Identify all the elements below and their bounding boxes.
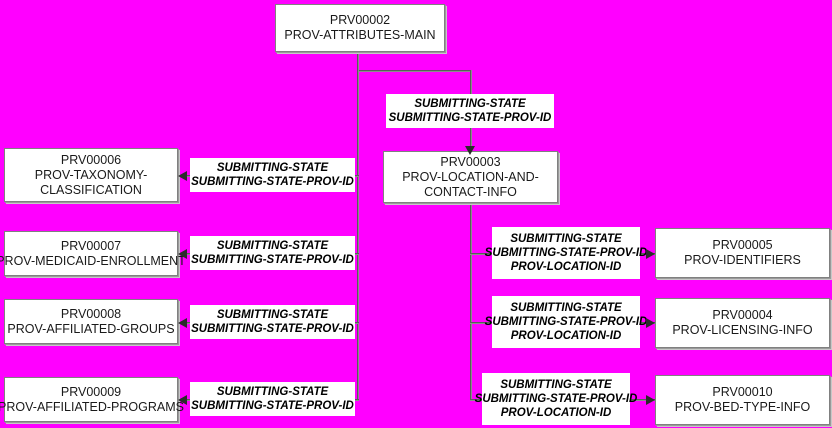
relationship-label-to-identifiers[interactable]: SUBMITTING-STATE SUBMITTING-STATE-PROV-I… [485, 227, 647, 279]
connector-bedtype-arrow-line [630, 399, 655, 401]
label-line-2: SUBMITTING-STATE-PROV-ID [388, 112, 552, 124]
entity-id: PRV00010 [712, 385, 773, 399]
entity-prv00009[interactable]: PRV00009 PROV-AFFILIATED-PROGRAMS [0, 377, 184, 422]
label-line-1: SUBMITTING-STATE [510, 302, 622, 314]
entity-name: PROV-BED-TYPE-INFO [674, 400, 811, 414]
arrowhead-into-prv00009 [178, 395, 187, 405]
label-line-3: PROV-LOCATION-ID [500, 407, 612, 419]
entity-id: PRV00004 [712, 308, 773, 322]
entity-prv00005[interactable]: PRV00005 PROV-IDENTIFIERS [655, 228, 830, 278]
entity-prv00008[interactable]: PRV00008 PROV-AFFILIATED-GROUPS [4, 299, 178, 344]
connector-stub-identifiers [470, 253, 492, 255]
label-line-1: SUBMITTING-STATE [216, 240, 329, 252]
connector-location-stem [470, 203, 472, 399]
label-line-1: SUBMITTING-STATE [414, 98, 526, 110]
entity-id: PRV00003 [440, 154, 501, 169]
arrowhead-into-prv00005 [646, 249, 655, 259]
arrowhead-into-prv00010 [646, 395, 655, 405]
label-line-2: SUBMITTING-STATE-PROV-ID [484, 247, 648, 259]
relationship-label-to-medicaid[interactable]: SUBMITTING-STATE SUBMITTING-STATE-PROV-I… [190, 236, 355, 270]
entity-name-line-1: PROV-LOCATION-AND- [402, 169, 539, 184]
entity-name-line-2: CONTACT-INFO [424, 184, 517, 199]
label-line-2: SUBMITTING-STATE-PROV-ID [191, 400, 354, 412]
label-line-1: SUBMITTING-STATE [500, 379, 612, 391]
label-line-1: SUBMITTING-STATE [216, 162, 329, 174]
relationship-label-to-licensing[interactable]: SUBMITTING-STATE SUBMITTING-STATE-PROV-I… [485, 296, 647, 348]
entity-id: PRV00006 [60, 152, 122, 167]
entity-name: PROV-LICENSING-INFO [672, 323, 813, 337]
label-line-3: PROV-LOCATION-ID [510, 261, 622, 273]
arrowhead-into-prv00003 [465, 146, 475, 155]
entity-name-line-2: CLASSIFICATION [40, 182, 142, 197]
connector-left-trunk [357, 70, 359, 400]
connector-stub-bedtype [470, 399, 492, 401]
entity-name: PROV-IDENTIFIERS [684, 253, 801, 267]
entity-prv00010[interactable]: PRV00010 PROV-BED-TYPE-INFO [655, 375, 830, 425]
relationship-label-main-to-location[interactable]: SUBMITTING-STATE SUBMITTING-STATE-PROV-I… [386, 94, 554, 128]
label-line-1: SUBMITTING-STATE [510, 233, 622, 245]
entity-name: PROV-AFFILIATED-PROGRAMS [0, 399, 184, 414]
entity-id: PRV00009 [60, 384, 122, 399]
relationship-label-to-programs[interactable]: SUBMITTING-STATE SUBMITTING-STATE-PROV-I… [190, 382, 355, 416]
entity-id: PRV00008 [60, 306, 122, 321]
entity-id: PRV00002 [329, 13, 391, 27]
label-line-2: SUBMITTING-STATE-PROV-ID [191, 254, 354, 266]
label-line-2: SUBMITTING-STATE-PROV-ID [484, 316, 648, 328]
entity-name-line-1: PROV-TAXONOMY- [34, 167, 148, 182]
entity-name: PROV-ATTRIBUTES-MAIN [284, 28, 436, 42]
entity-id: PRV00007 [60, 238, 122, 253]
label-line-2: SUBMITTING-STATE-PROV-ID [191, 176, 354, 188]
entity-prv00004[interactable]: PRV00004 PROV-LICENSING-INFO [655, 298, 830, 348]
arrowhead-into-prv00008 [178, 318, 187, 328]
connector-main-split [357, 70, 472, 72]
arrowhead-into-prv00006 [178, 171, 187, 181]
connector-main-stem [357, 51, 359, 71]
entity-prv00006[interactable]: PRV00006 PROV-TAXONOMY- CLASSIFICATION [4, 148, 178, 202]
relationship-label-to-taxonomy[interactable]: SUBMITTING-STATE SUBMITTING-STATE-PROV-I… [190, 158, 355, 192]
entity-name: PROV-AFFILIATED-GROUPS [7, 321, 175, 336]
relationship-label-to-bedtype[interactable]: SUBMITTING-STATE SUBMITTING-STATE-PROV-I… [475, 373, 637, 425]
entity-prv00003[interactable]: PRV00003 PROV-LOCATION-AND- CONTACT-INFO [383, 151, 558, 203]
entity-prv00002[interactable]: PRV00002 PROV-ATTRIBUTES-MAIN [275, 4, 445, 52]
entity-name: PROV-MEDICAID-ENROLLMENT [0, 253, 186, 268]
label-line-2: SUBMITTING-STATE-PROV-ID [474, 393, 638, 405]
label-line-2: SUBMITTING-STATE-PROV-ID [191, 323, 354, 335]
label-line-3: PROV-LOCATION-ID [510, 330, 622, 342]
entity-id: PRV00005 [712, 238, 773, 252]
arrowhead-into-prv00007 [178, 249, 187, 259]
relationship-label-to-groups[interactable]: SUBMITTING-STATE SUBMITTING-STATE-PROV-I… [190, 305, 355, 339]
label-line-1: SUBMITTING-STATE [216, 309, 329, 321]
label-line-1: SUBMITTING-STATE [216, 386, 329, 398]
connector-stub-licensing [470, 322, 492, 324]
entity-prv00007[interactable]: PRV00007 PROV-MEDICAID-ENROLLMENT [0, 231, 186, 276]
arrowhead-into-prv00004 [646, 318, 655, 328]
